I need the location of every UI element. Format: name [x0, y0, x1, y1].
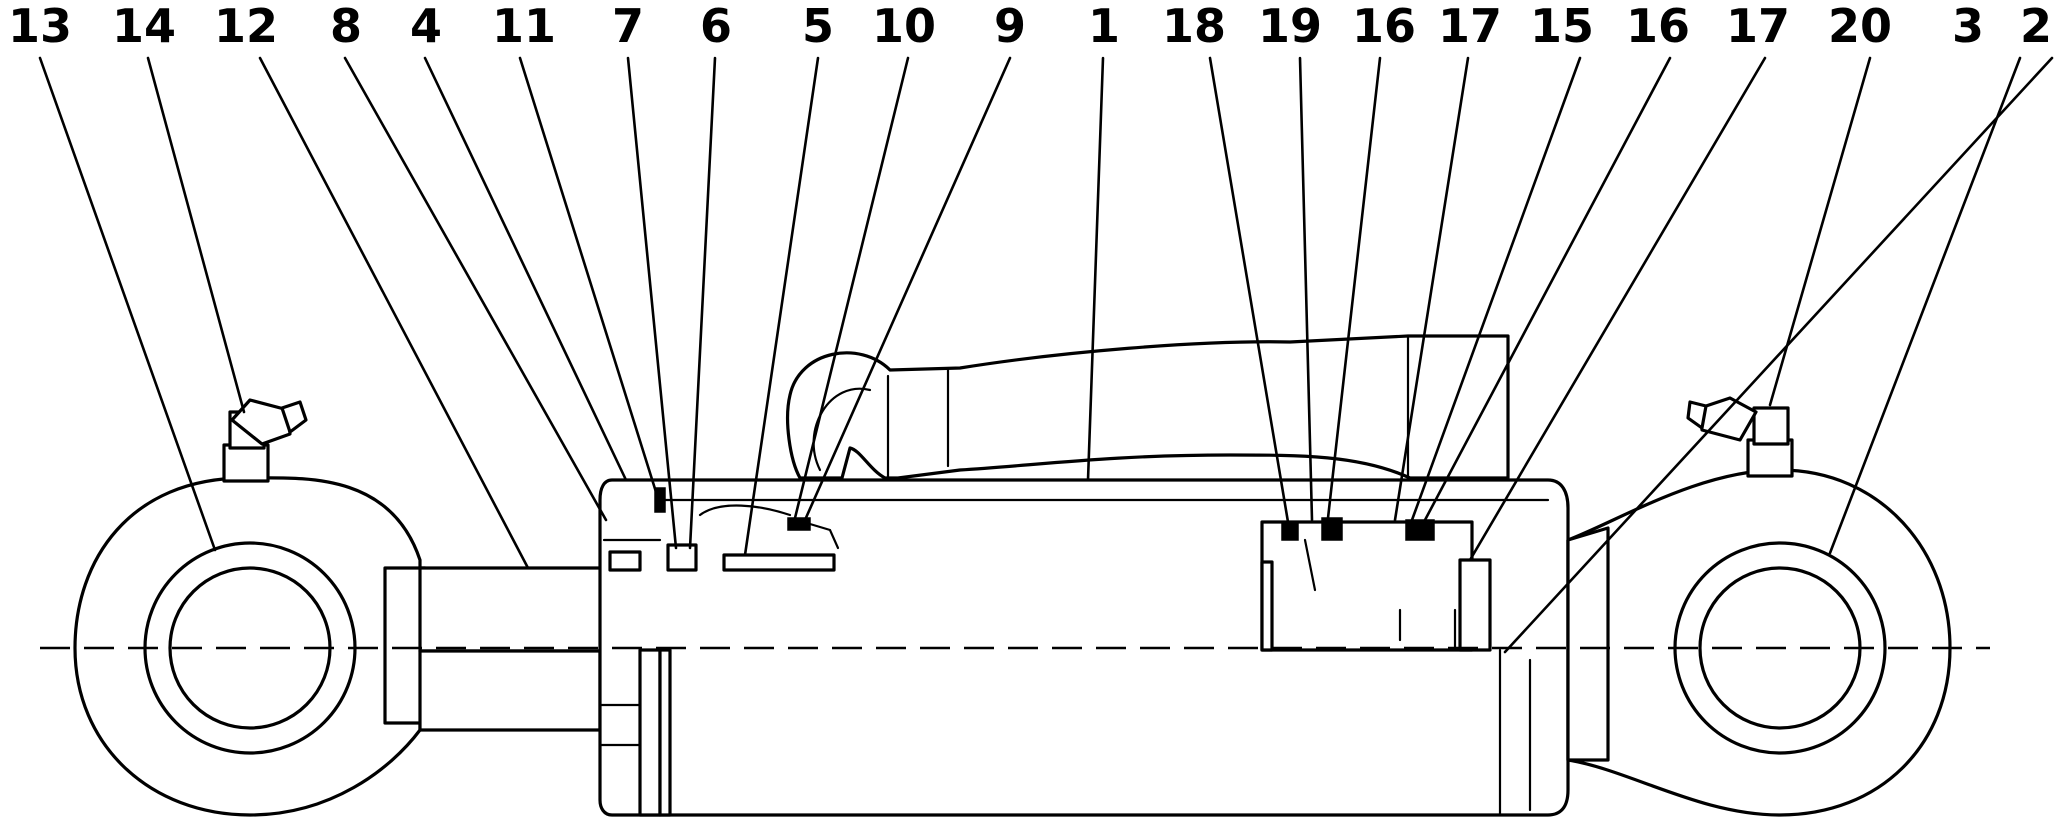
callout-7: 7 — [612, 0, 644, 53]
rod-guide-band — [638, 648, 662, 817]
grease-fitting-right — [1686, 396, 1794, 478]
hydraulic-pipe — [786, 334, 1510, 480]
callout-12: 12 — [214, 0, 278, 53]
leader-lines — [38, 56, 2054, 654]
callout-10: 10 — [872, 0, 936, 53]
piston-assembly — [1260, 517, 1492, 652]
callout-1: 1 — [1088, 0, 1120, 53]
callout-20: 20 — [1828, 0, 1892, 53]
callout-labels: 13 14 12 8 4 11 7 6 5 10 9 1 18 19 16 17… — [8, 0, 2052, 53]
callout-11: 11 — [492, 0, 556, 53]
callout-17: 17 — [1438, 0, 1502, 53]
dust-seal — [654, 487, 666, 513]
callout-16: 16 — [1352, 0, 1416, 53]
head-end-eye — [1566, 468, 1952, 817]
rod-end-eye — [73, 476, 427, 817]
callout-8: 8 — [330, 0, 362, 53]
callout-6: 6 — [700, 0, 732, 53]
callout-4: 4 — [410, 0, 442, 53]
o-ring — [787, 517, 811, 531]
cylinder-head-internals — [608, 487, 840, 572]
callout-3: 3 — [1952, 0, 1984, 53]
rod-end-neck — [383, 566, 427, 725]
callout-17b: 17 — [1726, 0, 1790, 53]
callout-19: 19 — [1258, 0, 1322, 53]
bushing — [722, 553, 836, 572]
callout-16b: 16 — [1626, 0, 1690, 53]
callout-2: 2 — [2020, 0, 2052, 53]
callout-15: 15 — [1530, 0, 1594, 53]
callout-5: 5 — [802, 0, 834, 53]
callout-9: 9 — [994, 0, 1026, 53]
callout-18: 18 — [1162, 0, 1226, 53]
callout-13: 13 — [8, 0, 72, 53]
callout-14: 14 — [112, 0, 176, 53]
grease-fitting-left — [222, 398, 308, 483]
